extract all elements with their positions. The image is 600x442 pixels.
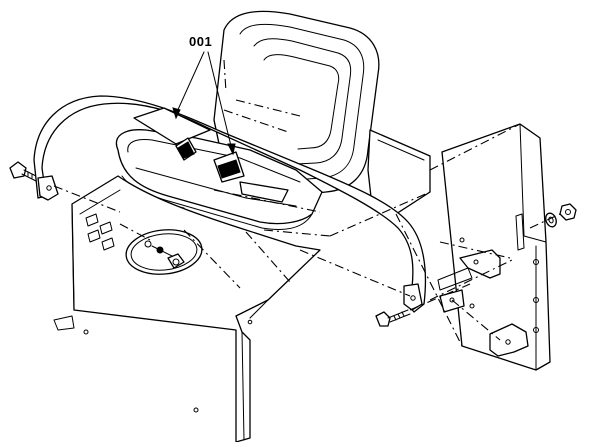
callout-leaders [172, 51, 236, 156]
part-callout-label: 001 [189, 34, 213, 49]
side-mount-bracket [441, 123, 551, 371]
oval-mount-plate [125, 229, 203, 275]
alignment-lines [53, 59, 561, 347]
seat-belt-buckle-right [213, 151, 289, 203]
washer [545, 212, 557, 228]
hex-nut [559, 203, 577, 221]
bracket-tab-bottom [489, 323, 529, 357]
seat-belt-strap [33, 95, 427, 313]
seat-belt-buckle-left [133, 107, 211, 161]
bracket-tab-upper [437, 249, 501, 291]
bottom-bolt [375, 309, 411, 327]
